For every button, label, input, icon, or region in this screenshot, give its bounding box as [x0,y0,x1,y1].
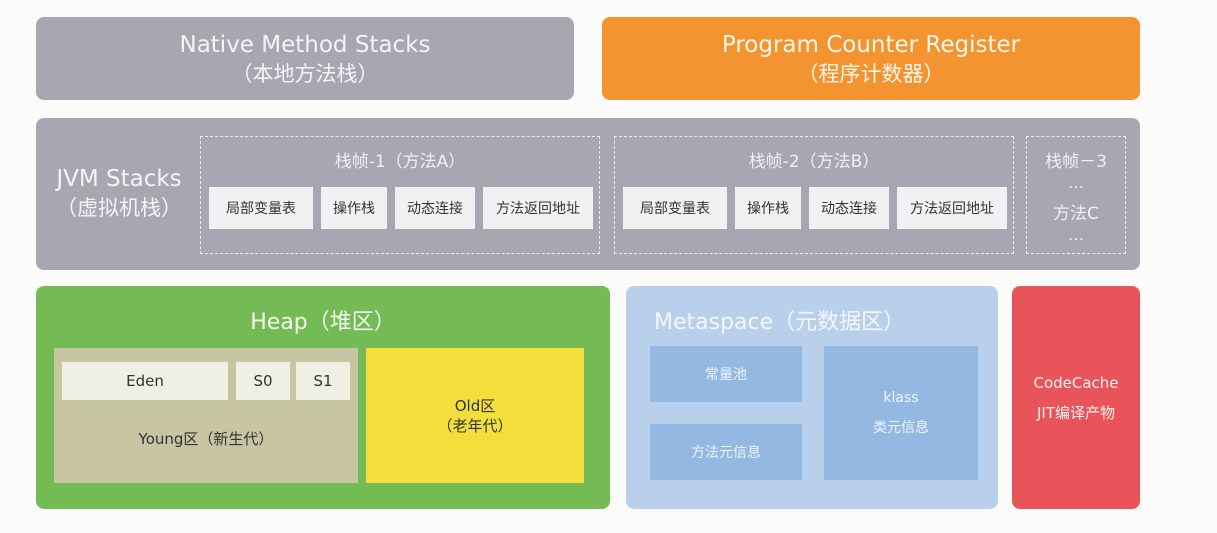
stack-frame-title: 栈帧-2（方法B） [748,152,880,172]
pcr-title: Program Counter Register [721,31,1021,58]
class-metadata: 类元信息 [873,420,929,436]
stack-frame-2: 栈帧-2（方法B） 局部变量表 操作栈 动态连接 方法返回地址 [614,136,1014,254]
local-variable-table: 局部变量表 [209,187,313,229]
dynamic-linking: 动态连接 [395,187,475,229]
stack-frame-title: 栈帧-1（方法A） [334,152,466,172]
ellipsis-bottom: … [1068,225,1084,244]
young-generation-label: Young区（新生代） [138,430,274,448]
stack-frame-3: 栈帧－3 … 方法C … [1026,136,1126,254]
native-method-stacks: Native Method Stacks （本地方法栈） [36,17,574,100]
metaspace: Metaspace（元数据区） 常量池 方法元信息 klass 类元信息 [626,286,998,509]
dynamic-linking: 动态连接 [809,187,889,229]
native-title: Native Method Stacks [179,31,431,58]
native-subtitle: （本地方法栈） [231,61,379,86]
jit-compiled-output: JIT编译产物 [1036,403,1115,422]
heap-title: Heap（堆区） [250,310,396,335]
program-counter-register: Program Counter Register （程序计数器） [602,17,1140,100]
metaspace-title: Metaspace（元数据区） [654,310,906,335]
ellipsis-top: … [1068,173,1084,192]
heap: Heap（堆区） Eden S0 S1 Young区（新生代） Old区 （老年… [36,286,610,509]
stack-frame-title: 栈帧－3 [1045,152,1107,172]
constant-pool: 常量池 [650,346,802,402]
jvm-stacks: JVM Stacks （虚拟机栈） 栈帧-1（方法A） 局部变量表 操作栈 动态… [36,118,1140,270]
survivor-1: S1 [296,362,350,400]
code-cache: CodeCache JIT编译产物 [1012,286,1140,509]
return-address: 方法返回地址 [483,187,593,229]
klass-title: klass [883,390,919,406]
method-metadata: 方法元信息 [650,424,802,480]
jvm-stacks-label: JVM Stacks （虚拟机栈） [36,164,202,222]
old-generation-title: Old区 [454,396,496,415]
return-address: 方法返回地址 [897,187,1007,229]
old-generation-subtitle: （老年代） [437,416,513,435]
survivor-0: S0 [236,362,290,400]
local-variable-table: 局部变量表 [623,187,727,229]
stack-frame-1: 栈帧-1（方法A） 局部变量表 操作栈 动态连接 方法返回地址 [200,136,600,254]
young-generation: Eden S0 S1 Young区（新生代） [54,348,358,483]
pcr-subtitle: （程序计数器） [797,61,945,86]
klass: klass 类元信息 [824,346,978,480]
old-generation: Old区 （老年代） [366,348,584,483]
code-cache-title: CodeCache [1033,373,1119,392]
operand-stack: 操作栈 [735,187,801,229]
operand-stack: 操作栈 [321,187,387,229]
jvm-stacks-title: JVM Stacks [56,166,182,192]
jvm-stacks-subtitle: （虚拟机栈） [56,196,182,220]
eden: Eden [62,362,228,400]
method-c-label: 方法C [1053,204,1099,224]
